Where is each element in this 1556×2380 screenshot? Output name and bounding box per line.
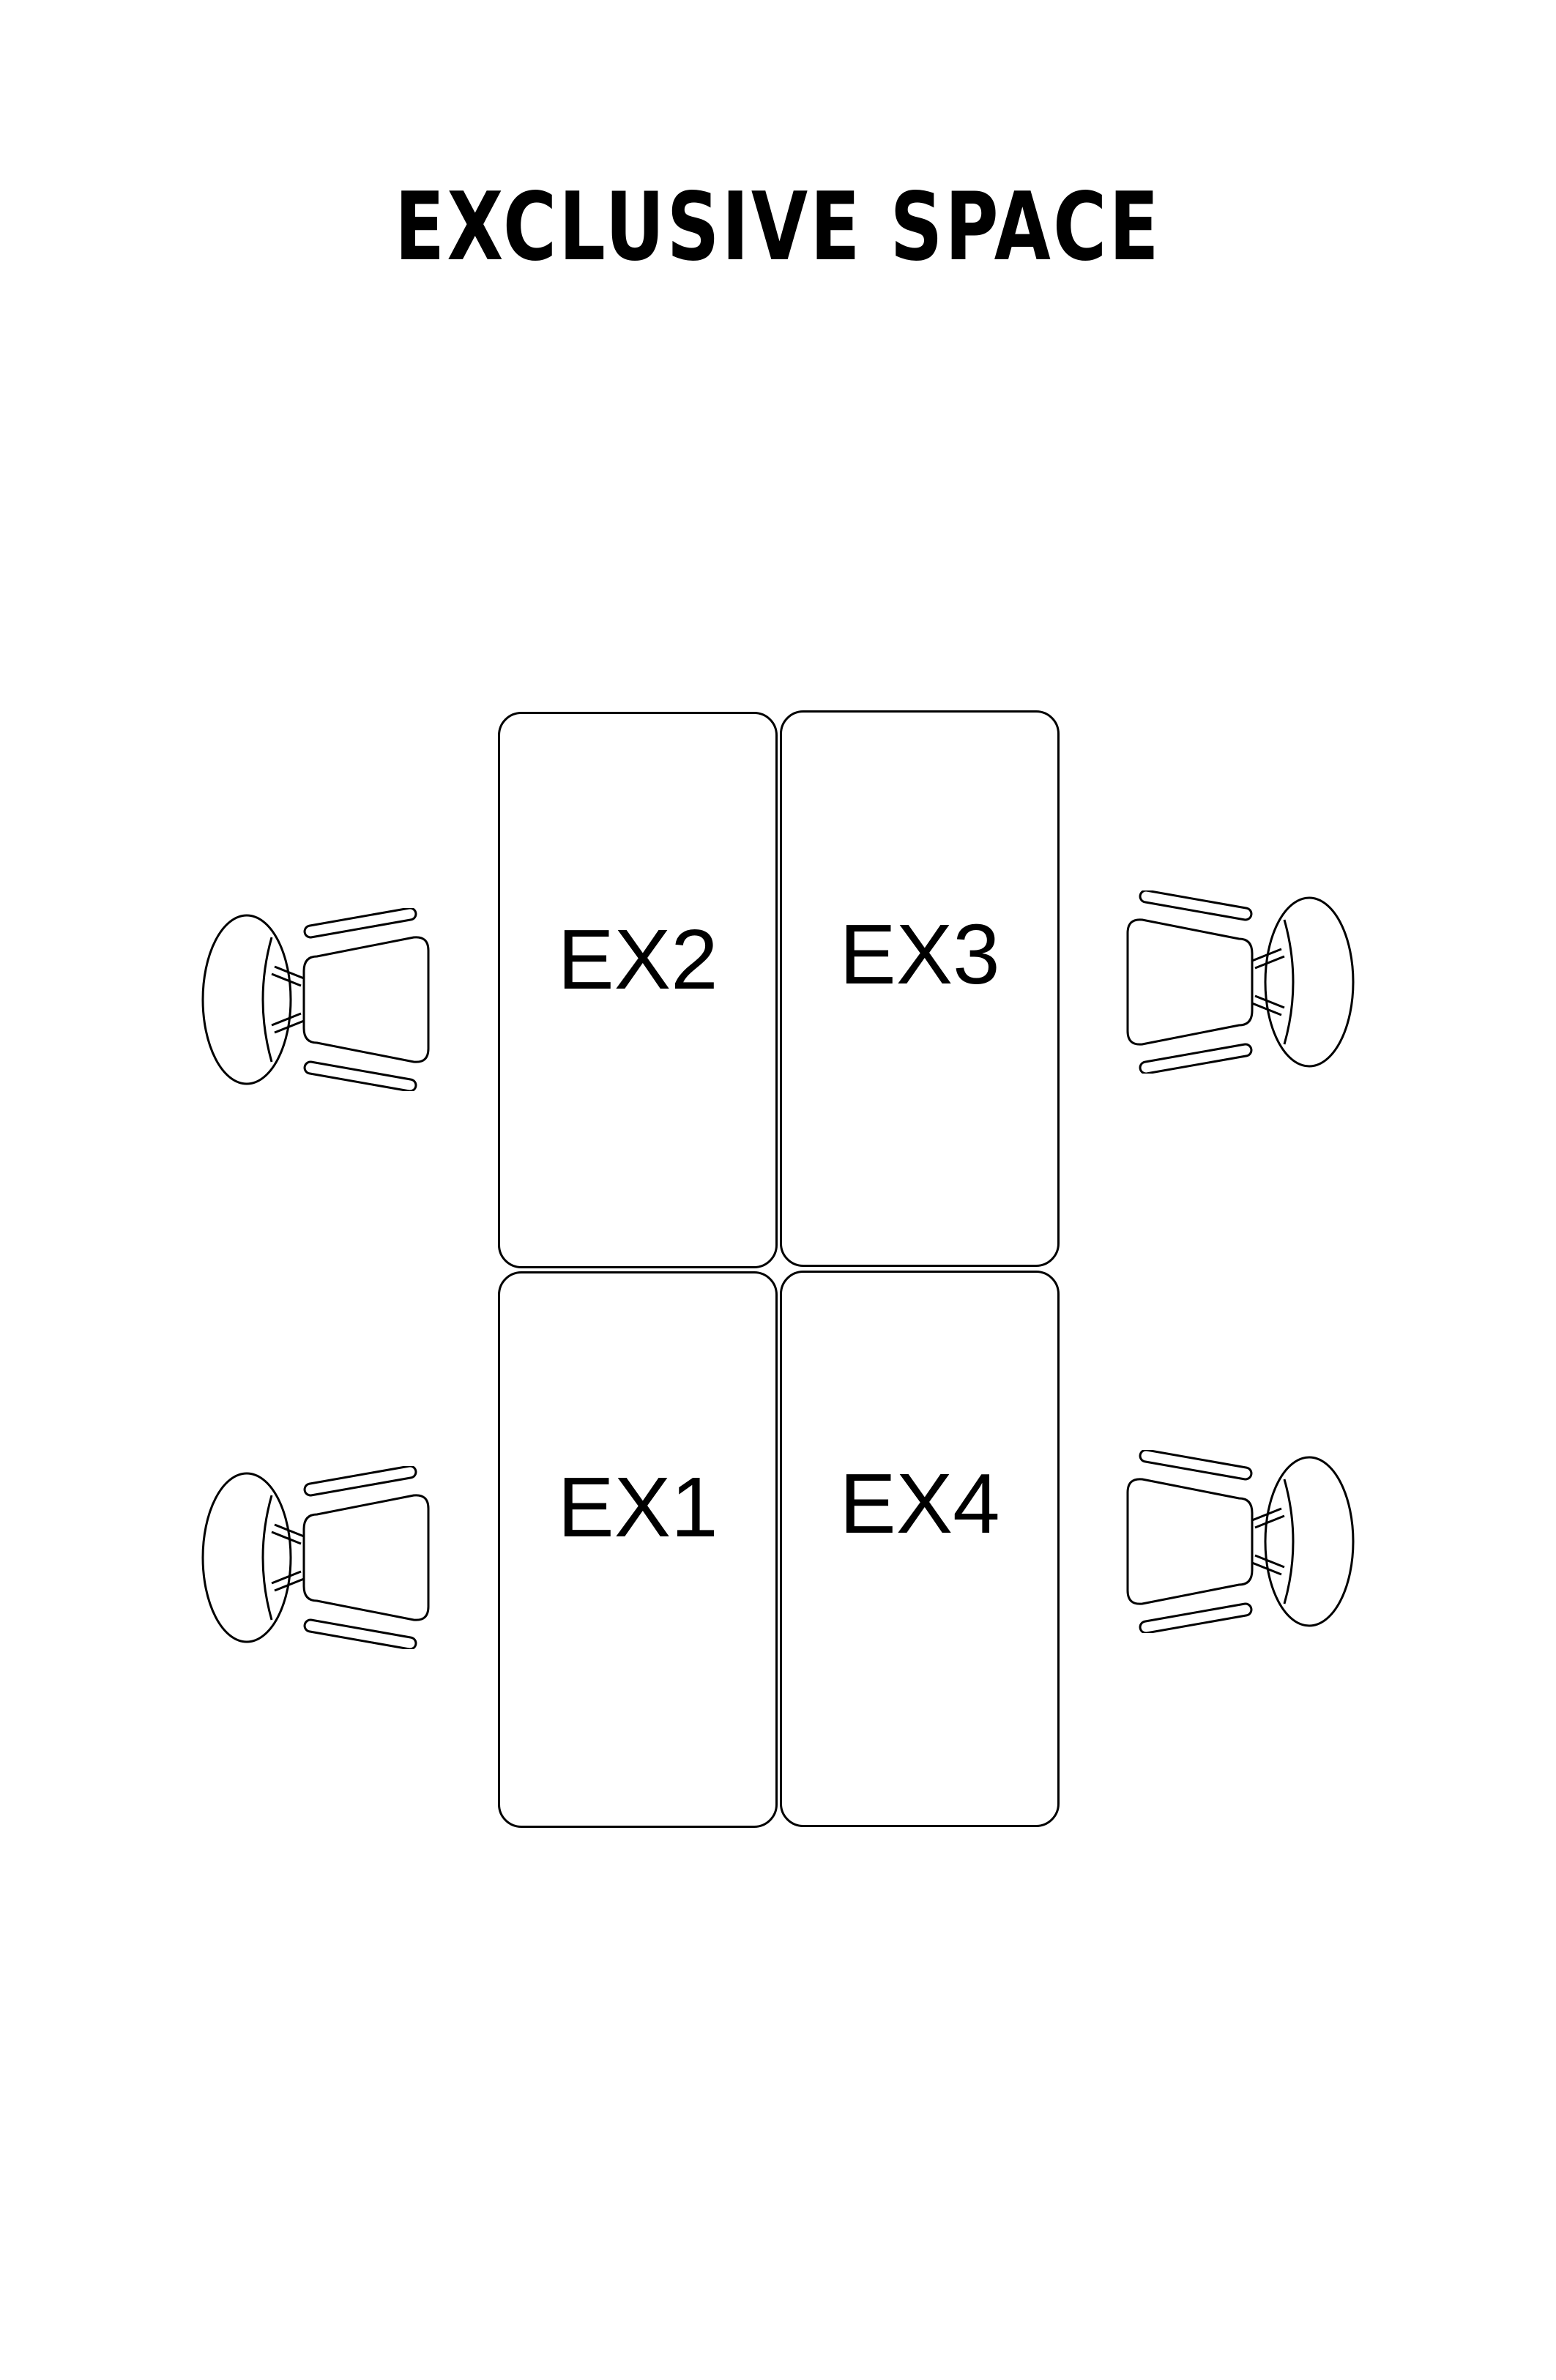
office-chair-icon [201,1466,430,1649]
desk-label-ex3: EX3 [839,907,1000,1002]
desk-ex1[interactable]: EX1 [498,1271,778,1828]
office-chair-icon [1126,890,1355,1074]
desk-ex3[interactable]: EX3 [780,710,1060,1267]
desk-ex2[interactable]: EX2 [498,712,778,1268]
desk-label-ex1: EX1 [557,1459,718,1555]
desk-ex4[interactable]: EX4 [780,1271,1060,1827]
page-title: EXCLUSIVE SPACE [395,173,1161,282]
desk-label-ex2: EX2 [557,912,718,1007]
office-chair-icon [201,908,430,1091]
desk-label-ex4: EX4 [839,1456,1000,1551]
office-chair-icon [1126,1450,1355,1633]
